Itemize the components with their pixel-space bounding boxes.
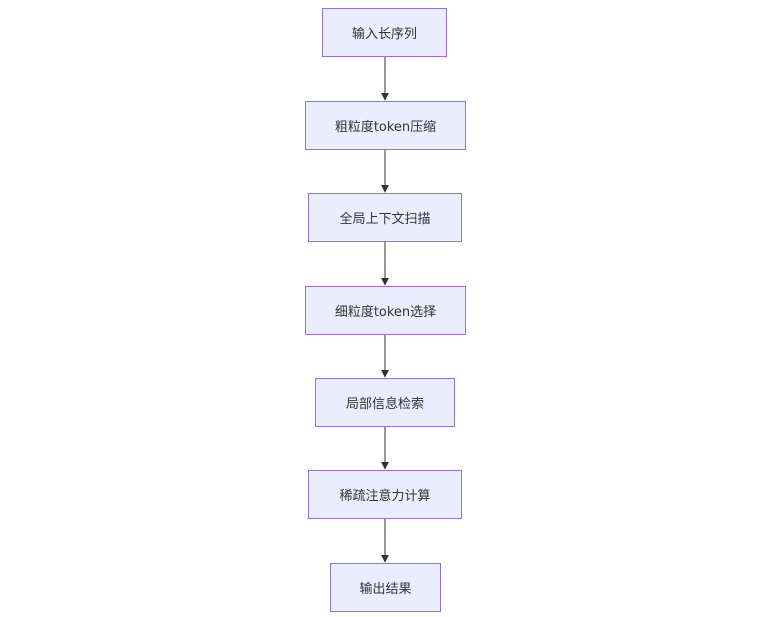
node-label: 粗粒度token压缩 bbox=[334, 120, 437, 135]
node-label: 局部信息检索 bbox=[345, 397, 424, 412]
node-label: 输出结果 bbox=[359, 582, 412, 597]
node-label: 稀疏注意力计算 bbox=[339, 489, 431, 504]
node-label: 全局上下文扫描 bbox=[339, 212, 431, 227]
node-output-result: 输出结果 bbox=[330, 563, 441, 612]
node-label: 细粒度token选择 bbox=[334, 305, 437, 320]
node-coarse-token-compression: 粗粒度token压缩 bbox=[305, 101, 466, 150]
node-label: 输入长序列 bbox=[351, 27, 417, 42]
node-input-long-sequence: 输入长序列 bbox=[322, 8, 447, 57]
node-global-context-scan: 全局上下文扫描 bbox=[308, 193, 462, 242]
node-fine-token-selection: 细粒度token选择 bbox=[305, 286, 466, 335]
node-local-info-retrieval: 局部信息检索 bbox=[315, 378, 455, 427]
node-sparse-attention-compute: 稀疏注意力计算 bbox=[308, 470, 462, 519]
